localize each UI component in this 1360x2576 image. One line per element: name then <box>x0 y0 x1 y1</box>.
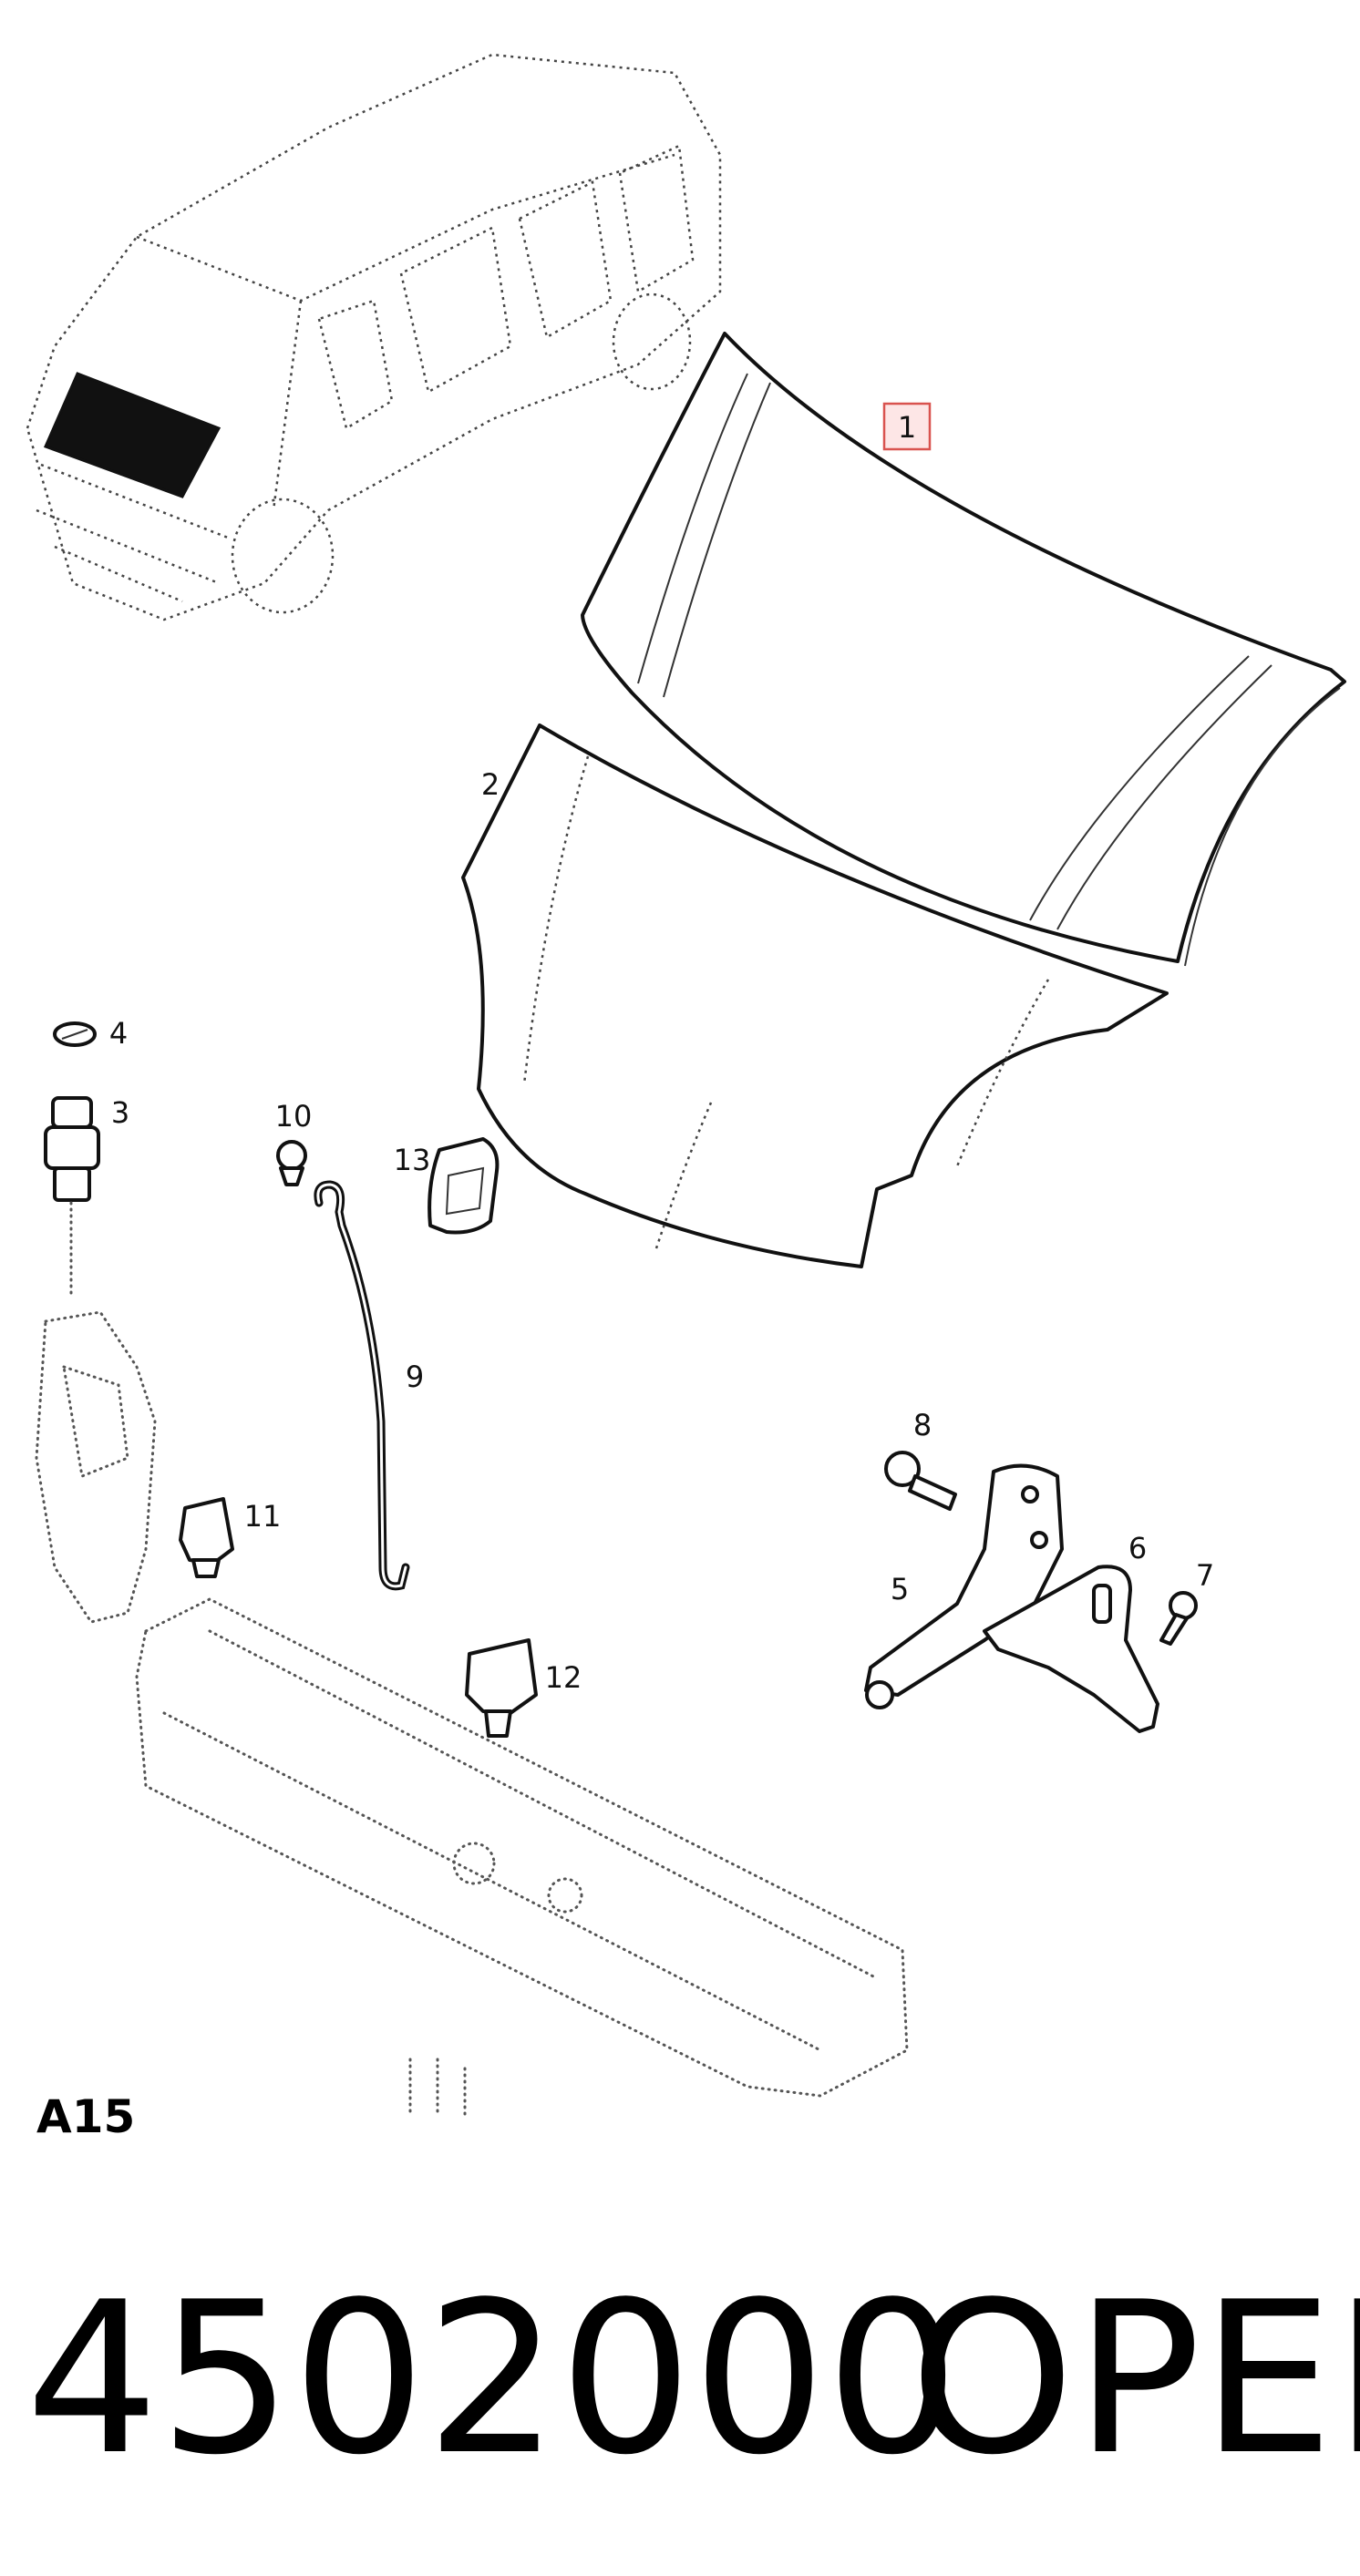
callout-7: 7 <box>1196 1558 1214 1593</box>
callout-9: 9 <box>406 1360 424 1394</box>
part-13-rubber-pad <box>428 1137 500 1235</box>
callout-11: 11 <box>244 1499 282 1534</box>
section-code: A15 <box>36 2090 135 2143</box>
callout-13: 13 <box>394 1143 431 1177</box>
part-8-bolt <box>884 1451 957 1511</box>
callout-6: 6 <box>1128 1531 1147 1565</box>
part-11-clip <box>179 1497 234 1578</box>
callout-8: 8 <box>913 1408 932 1442</box>
callout-1-highlight: 1 <box>882 402 932 451</box>
callout-12: 12 <box>545 1660 582 1695</box>
brand-name: OPEL <box>910 2258 1360 2501</box>
part-1-hood-insulation <box>581 332 1346 967</box>
part-5-hinge <box>864 1463 1064 1709</box>
front-crossmember-illustration <box>135 1597 909 2116</box>
callout-10: 10 <box>275 1099 313 1134</box>
callout-2: 2 <box>481 767 500 802</box>
part-number: 4502000 <box>26 2258 959 2501</box>
part-4-emblem <box>53 1021 97 1047</box>
part-6-hinge-plate <box>983 1565 1159 1733</box>
callout-3: 3 <box>111 1095 129 1130</box>
van-overview-illustration <box>26 53 722 621</box>
support-bracket-illustration <box>35 1310 157 1624</box>
part-7-screw <box>1159 1591 1198 1646</box>
part-3-buffer <box>44 1096 100 1296</box>
callout-5: 5 <box>891 1572 909 1606</box>
callout-4: 4 <box>109 1016 128 1051</box>
callout-1: 1 <box>898 410 916 445</box>
part-2-hood <box>461 724 1169 1268</box>
part-9-stay-rod <box>314 1180 410 1591</box>
part-10-clip <box>276 1140 307 1186</box>
part-12-clip <box>465 1638 538 1738</box>
